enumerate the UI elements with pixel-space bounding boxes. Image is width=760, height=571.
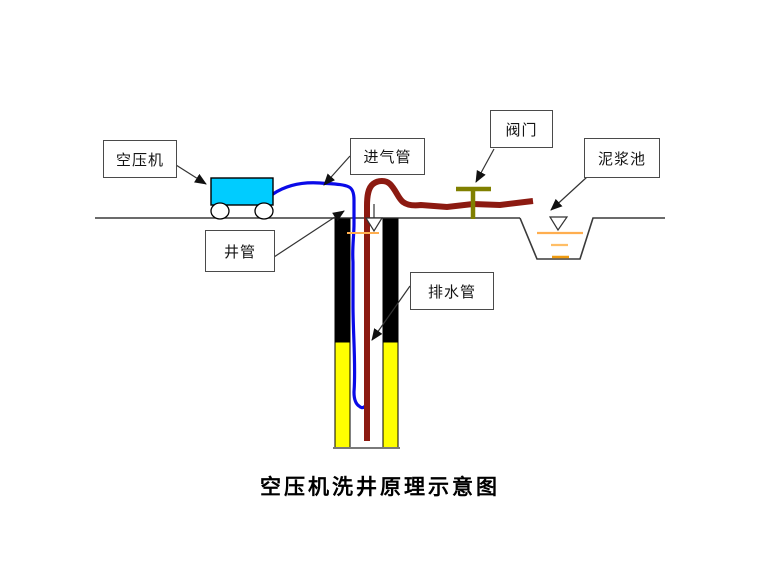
label-drain-pipe: 排水管 [410, 272, 494, 310]
label-valve: 阀门 [490, 110, 553, 148]
mud-pit-outline [519, 217, 665, 260]
leader-compressor [175, 164, 207, 185]
well-screen-right [382, 341, 399, 449]
well-screen-left [334, 341, 351, 449]
well-water-level-triangle-icon [364, 217, 384, 233]
label-intake-pipe: 进气管 [350, 138, 425, 175]
diagram-title: 空压机洗井原理示意图 [260, 475, 500, 499]
compressor-wheel-front [210, 202, 230, 220]
leader-intake-pipe [323, 155, 351, 186]
leader-well-pipe [273, 210, 345, 258]
label-mud-pool: 泥浆池 [584, 138, 660, 178]
pit-water-level-triangle-icon [548, 216, 569, 232]
well-casing-right [382, 218, 399, 343]
label-well-pipe: 井管 [205, 230, 275, 272]
leader-mud-pool [550, 176, 588, 211]
compressor-body [210, 177, 274, 206]
label-compressor: 空压机 [103, 140, 177, 178]
leader-drain-pipe [371, 285, 411, 341]
drain-pipe-line [364, 178, 534, 441]
well-casing-left [334, 218, 351, 343]
leader-valve [475, 148, 495, 183]
compressor-wheel-rear [254, 202, 274, 220]
